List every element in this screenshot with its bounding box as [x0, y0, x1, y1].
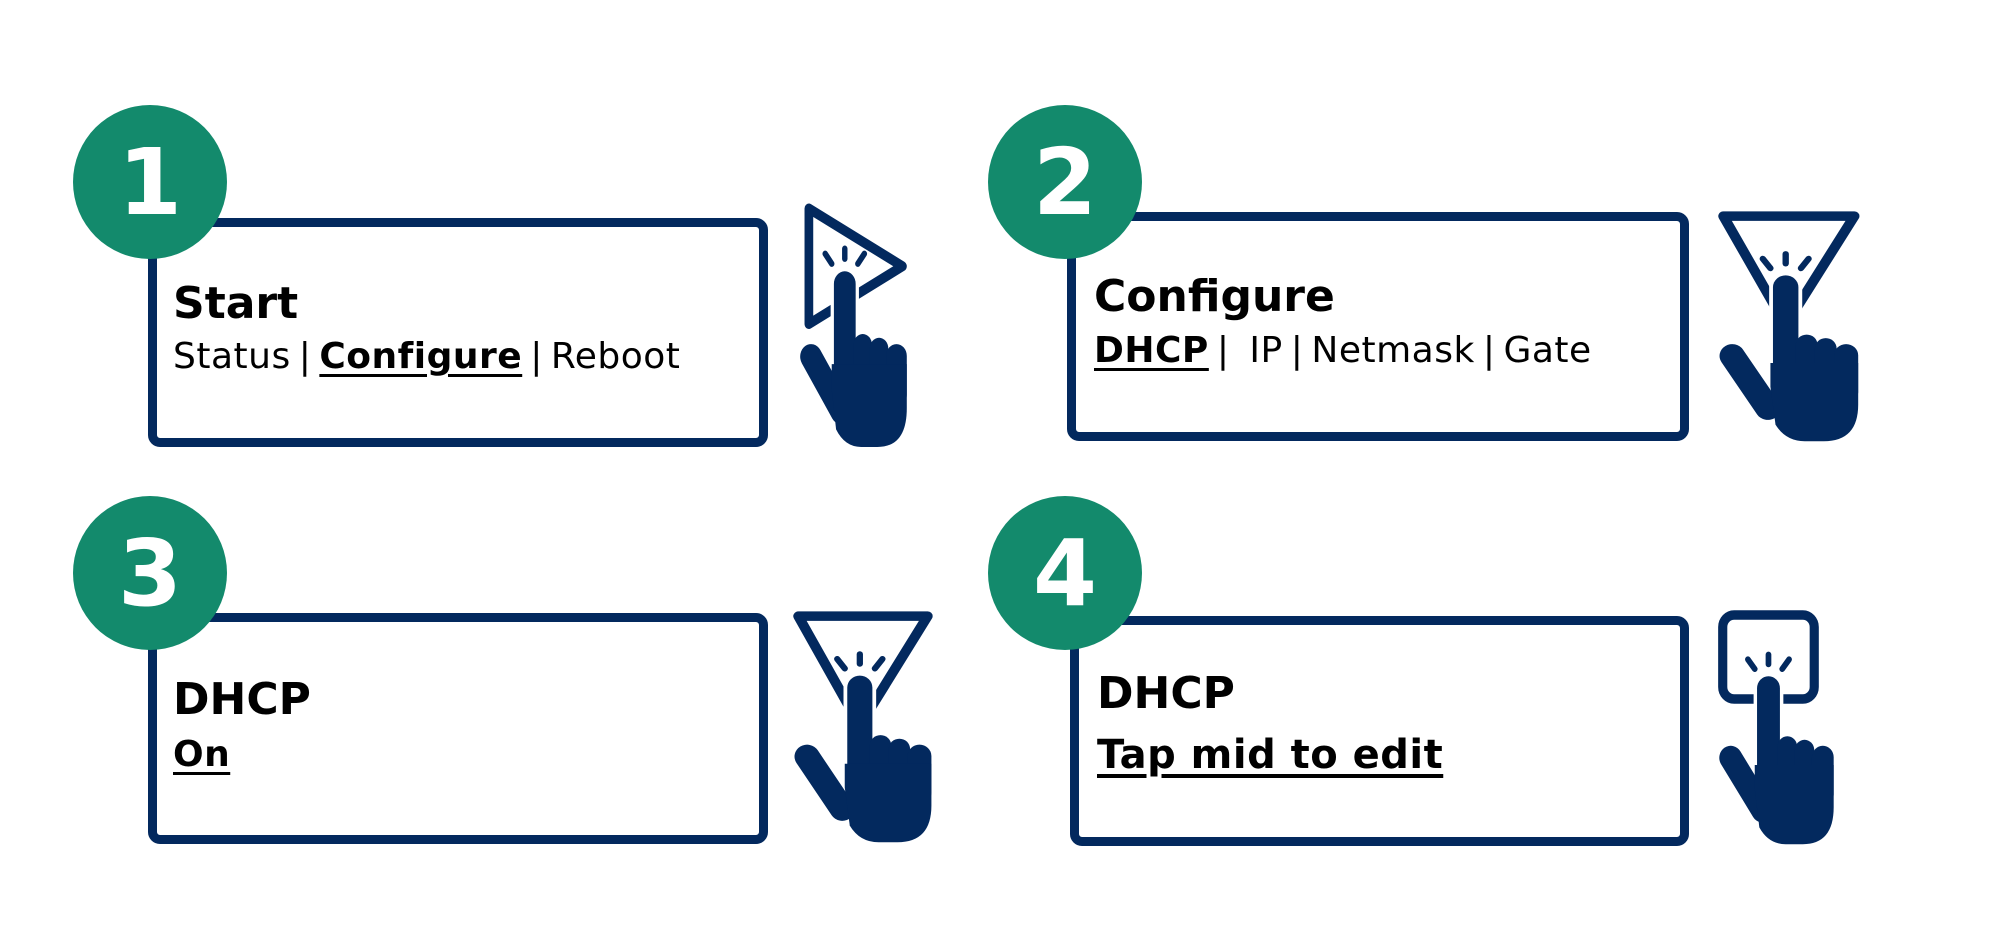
step-2-title: Configure	[1094, 271, 1335, 322]
hand-tap-down-triangle-icon	[1717, 209, 1876, 446]
option-reboot[interactable]: Reboot	[550, 336, 681, 377]
hand-tap-right-triangle-icon	[798, 201, 934, 452]
step-1-options: Status|Configure|Reboot	[173, 336, 681, 377]
option-ip[interactable]: IP	[1249, 330, 1283, 371]
option-gate[interactable]: Gate	[1503, 330, 1592, 371]
step-3-title: DHCP	[173, 674, 311, 725]
step-1-title: Start	[173, 278, 299, 329]
step-4-badge: 4	[988, 496, 1142, 650]
step-1-screen	[148, 218, 768, 447]
option-dhcp[interactable]: DHCP	[1094, 330, 1209, 371]
hand-tap-down-triangle-icon	[792, 609, 949, 847]
option-netmask[interactable]: Netmask	[1311, 330, 1475, 371]
tap-rays	[1759, 251, 1812, 272]
step-1-badge: 1	[73, 105, 227, 259]
step-4-title: DHCP	[1097, 668, 1235, 719]
option-configure[interactable]: Configure	[319, 336, 523, 377]
step-3-options: On	[173, 734, 230, 775]
option-status[interactable]: Status	[173, 336, 291, 377]
option-on[interactable]: On	[173, 734, 231, 775]
option-tap-mid-to-edit[interactable]: Tap mid to edit	[1097, 732, 1444, 778]
step-4-screen	[1070, 616, 1689, 846]
tap-rays	[822, 245, 868, 267]
tap-rays	[1745, 651, 1792, 672]
step-2-options: DHCP| IP|Netmask|Gate	[1094, 330, 1592, 371]
step-4-options: Tap mid to edit	[1097, 732, 1443, 778]
step-2-screen	[1067, 212, 1689, 441]
step-3-screen	[148, 613, 768, 844]
tap-rays	[834, 651, 886, 672]
step-2-badge: 2	[988, 105, 1142, 259]
step-3-badge: 3	[73, 496, 227, 650]
hand-tap-square-icon	[1717, 609, 1860, 849]
